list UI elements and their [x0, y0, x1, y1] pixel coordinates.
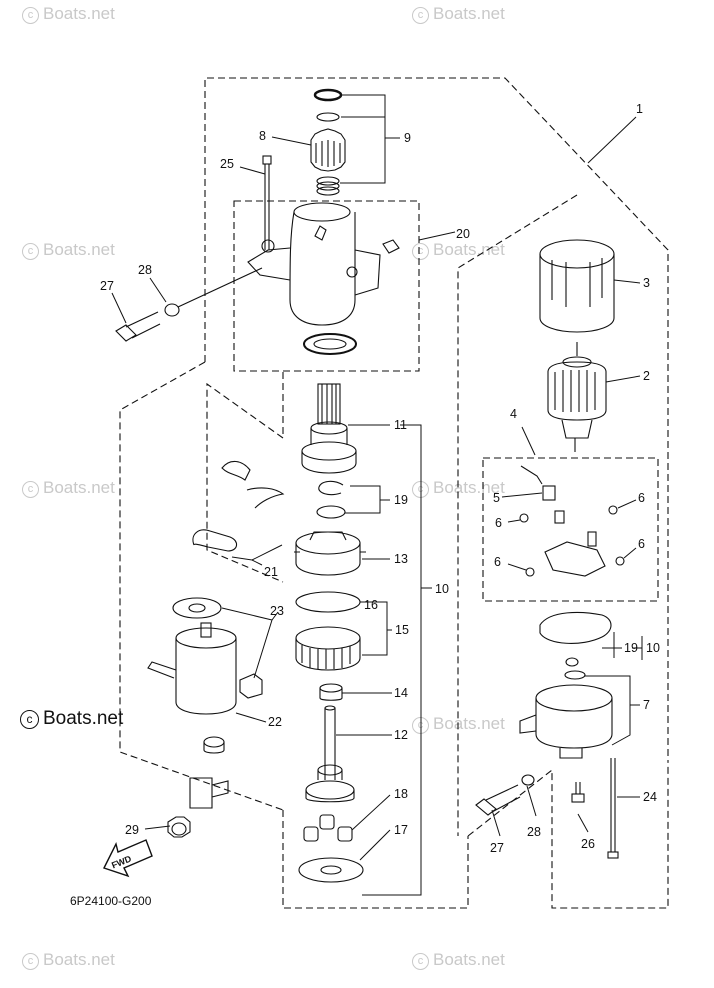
- callout-27-upper: 27: [100, 279, 114, 293]
- callout-2: 2: [643, 369, 650, 383]
- callout-14: 14: [394, 686, 408, 700]
- callout-8: 8: [259, 129, 266, 143]
- callout-13: 13: [394, 552, 408, 566]
- callout-9: 9: [404, 131, 411, 145]
- callout-1: 1: [636, 102, 643, 116]
- clips-19: [316, 480, 346, 519]
- callout-10: 10: [435, 582, 449, 596]
- bolt-25: [262, 155, 272, 250]
- bushing-14: [319, 683, 343, 701]
- pinion-stack: [310, 88, 346, 196]
- callout-24: 24: [643, 790, 657, 804]
- clutch-assembly: [301, 383, 357, 474]
- fwd-arrow-icon: [103, 839, 153, 878]
- nut-29: [167, 816, 191, 838]
- callout-11: 11: [394, 418, 407, 432]
- yoke: [539, 239, 615, 333]
- callout-28-upper: 28: [138, 263, 152, 277]
- armature: [547, 342, 607, 452]
- callout-6a: 6: [495, 516, 502, 530]
- callout-19-right: 19: [624, 641, 638, 655]
- solenoid: [147, 597, 263, 836]
- leader-lines: [111, 94, 643, 896]
- callout-15: 15: [395, 623, 409, 637]
- callout-29: 29: [125, 823, 139, 837]
- callout-10-right: 10: [646, 641, 660, 655]
- callout-19: 19: [394, 493, 408, 507]
- callout-6b: 6: [638, 491, 645, 505]
- callout-5: 5: [493, 491, 500, 505]
- callout-7: 7: [643, 698, 650, 712]
- callout-4: 4: [510, 407, 517, 421]
- callout-6c: 6: [638, 537, 645, 551]
- callout-23: 23: [270, 604, 284, 618]
- through-bolt: [607, 758, 619, 859]
- brush-holder: [519, 465, 625, 577]
- output-shaft: [305, 705, 355, 803]
- callout-6d: 6: [494, 555, 501, 569]
- end-cover: [519, 611, 613, 759]
- drive-housing: [247, 202, 400, 355]
- callout-17: 17: [394, 823, 408, 837]
- planet-housing: [294, 531, 366, 576]
- callout-20: 20: [456, 227, 470, 241]
- callout-26: 26: [581, 837, 595, 851]
- callout-16: 16: [364, 598, 378, 612]
- callout-12: 12: [394, 728, 408, 742]
- assembly-outline: [119, 77, 669, 909]
- callout-labels: 1 2 3 4 5 6 6 6 6 7 8 9 10 10 11 12 13 1…: [70, 102, 660, 908]
- diagram-code: 6P24100-G200: [70, 894, 152, 908]
- callout-22: 22: [268, 715, 282, 729]
- callout-21: 21: [264, 565, 278, 579]
- planet-gears: [303, 814, 353, 842]
- callout-28-lower: 28: [527, 825, 541, 839]
- callout-18: 18: [394, 787, 408, 801]
- lever-21: [192, 460, 285, 552]
- bolt-27-lower: [475, 774, 535, 816]
- ring-gear: [295, 591, 361, 671]
- bolt-26: [571, 782, 585, 803]
- bolt-27-upper: [115, 267, 263, 342]
- callout-3: 3: [643, 276, 650, 290]
- plate-17: [298, 857, 364, 883]
- callout-27-lower: 27: [490, 841, 504, 855]
- callout-25: 25: [220, 157, 234, 171]
